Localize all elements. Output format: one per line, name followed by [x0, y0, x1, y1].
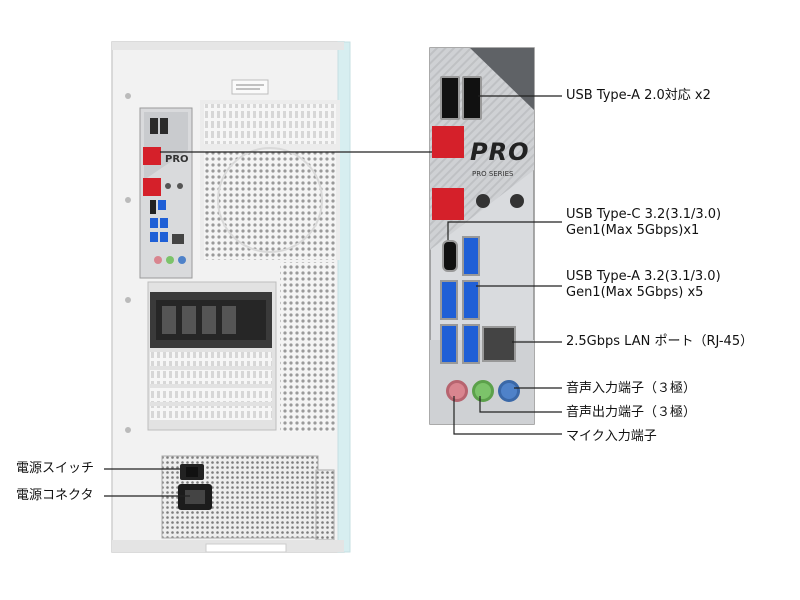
- usb-3-port-4[interactable]: [440, 324, 458, 364]
- callout-lan: 2.5Gbps LAN ポート（RJ-45）: [566, 334, 754, 349]
- callout-usb-a-32-line1: USB Type-A 3.2(3.1/3.0): [566, 269, 721, 284]
- lan-port[interactable]: [482, 326, 516, 362]
- svg-text:PRO: PRO: [165, 154, 189, 165]
- red-badge-icon: [432, 126, 464, 158]
- wifi-antenna-2-icon: [510, 194, 524, 208]
- usb-3-port-2[interactable]: [440, 280, 458, 320]
- pro-series-label: PRO SERIES: [472, 170, 514, 178]
- callout-power-connector: 電源コネクタ: [16, 488, 94, 503]
- callout-usb-a-20: USB Type-A 2.0対応 x2: [566, 88, 711, 103]
- callout-audio-out: 音声出力端子（３極）: [566, 405, 697, 420]
- usb-3-port-3[interactable]: [462, 280, 480, 320]
- wifi-antenna-1-icon: [476, 194, 490, 208]
- mic-jack[interactable]: [446, 380, 468, 402]
- callout-usb-a-32-line2: Gen1(Max 5Gbps) x5: [566, 285, 704, 300]
- usb-3-port-1[interactable]: [462, 236, 480, 276]
- audio-in-jack[interactable]: [498, 380, 520, 402]
- usb-2-port-2[interactable]: [462, 76, 482, 120]
- callout-power-switch: 電源スイッチ: [16, 461, 95, 476]
- pro-logo: PRO: [470, 138, 530, 166]
- callout-usb-c-line2: Gen1(Max 5Gbps)x1: [566, 223, 700, 238]
- usb-2-port-1[interactable]: [440, 76, 460, 120]
- usb-3-port-5[interactable]: [462, 324, 480, 364]
- red-badge-icon: [432, 188, 464, 220]
- callout-mic: マイク入力端子: [566, 429, 657, 444]
- usb-c-port[interactable]: [442, 240, 458, 272]
- callout-audio-in: 音声入力端子（３極）: [566, 381, 697, 396]
- callout-usb-c-line1: USB Type-C 3.2(3.1/3.0): [566, 207, 722, 222]
- audio-out-jack[interactable]: [472, 380, 494, 402]
